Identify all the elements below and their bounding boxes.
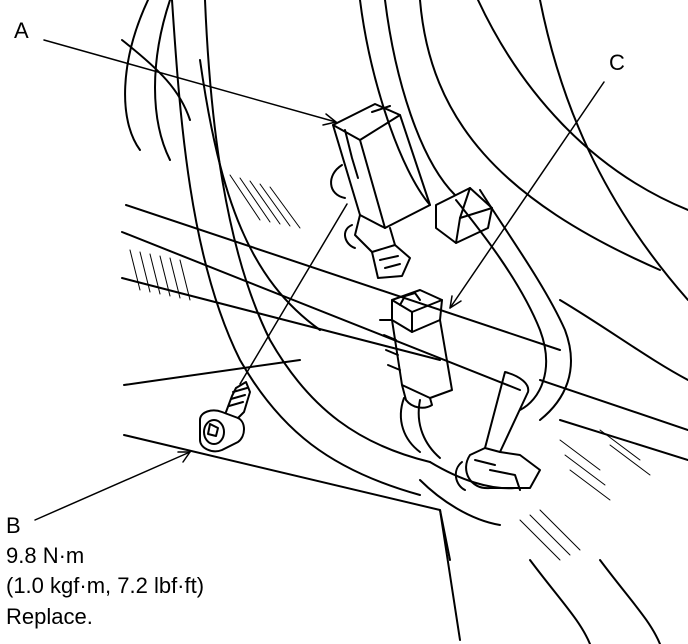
panel-hatching bbox=[129, 174, 651, 561]
connector-c bbox=[379, 289, 453, 459]
harness-clip bbox=[435, 187, 493, 244]
torque-spec: 9.8 N·m bbox=[6, 543, 85, 568]
callout-a-label: A bbox=[14, 18, 29, 43]
torque-spec-alt-units: (1.0 kgf·m, 7.2 lbf·ft) bbox=[6, 573, 205, 598]
bolt-b bbox=[199, 381, 251, 453]
harness-bracket bbox=[454, 371, 541, 491]
connector-a bbox=[330, 103, 431, 279]
leader-lines bbox=[34, 39, 605, 521]
callout-b-label: B bbox=[6, 513, 21, 538]
replace-note: Replace. bbox=[6, 604, 93, 629]
callout-c-label: C bbox=[609, 50, 625, 75]
body-panel-lines bbox=[121, 0, 688, 644]
wire-harness bbox=[171, 0, 572, 526]
